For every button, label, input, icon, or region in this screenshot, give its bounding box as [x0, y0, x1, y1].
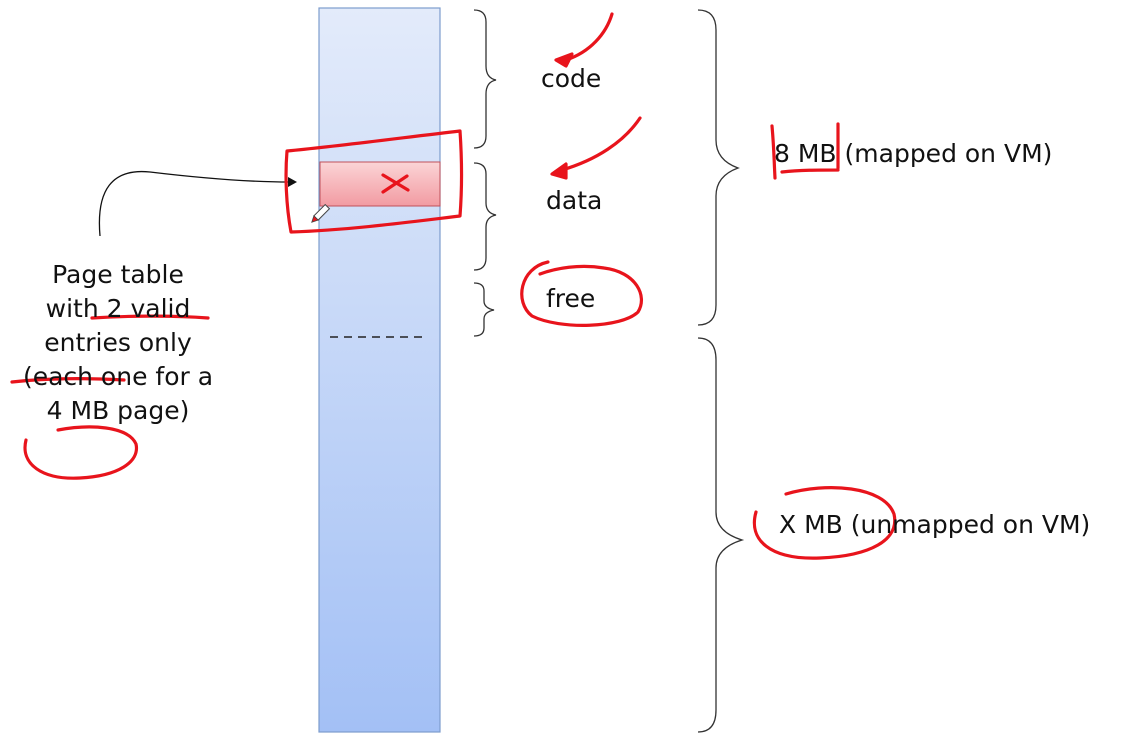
segment-label-free: free — [546, 284, 596, 313]
region-label-unmapped: X MB (unmapped on VM) — [779, 510, 1091, 539]
highlight-box — [284, 129, 464, 234]
memory-column — [318, 7, 441, 733]
arrow-to-code — [564, 12, 614, 62]
brace-code — [473, 9, 497, 149]
underline-entries — [10, 377, 126, 384]
page-table-entry — [319, 161, 441, 207]
brace-unmapped — [697, 337, 745, 733]
brace-free — [473, 282, 495, 337]
region-label-mapped: 8 MB (mapped on VM) — [774, 139, 1053, 168]
brace-data — [473, 162, 497, 271]
caption-line: (each one for a — [22, 362, 214, 391]
page-table-caption: Page table with 2 valid entries only (ea… — [0, 258, 236, 428]
arrow-to-data-head — [550, 162, 568, 180]
caption-line: with 2 valid — [45, 294, 191, 323]
pointer-curve — [98, 170, 291, 237]
caption-line: Page table — [52, 260, 184, 289]
cross-mark-icon — [381, 173, 410, 194]
caption-line: 4 MB page) — [46, 396, 190, 425]
segment-label-data: data — [546, 186, 603, 215]
arrow-to-code-head — [554, 52, 574, 68]
pencil-cursor-icon — [311, 203, 331, 223]
circle-x-mb — [752, 486, 897, 560]
caption-line: entries only — [44, 328, 192, 357]
segment-label-code: code — [541, 64, 602, 93]
circle-free — [520, 260, 644, 327]
circle-4mb — [23, 425, 139, 480]
arrow-to-data — [560, 116, 642, 172]
underline-2-valid — [90, 314, 210, 320]
brace-mapped — [697, 9, 740, 326]
pointer-arrowhead-icon — [288, 177, 297, 187]
bracket-8mb — [770, 122, 840, 180]
annotations — [10, 12, 897, 560]
